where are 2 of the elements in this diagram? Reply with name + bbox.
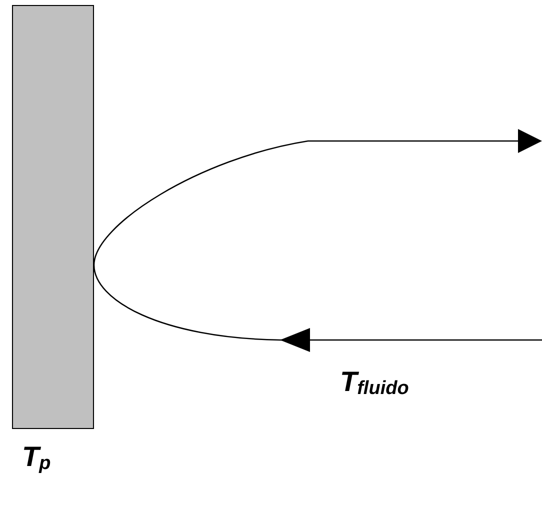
wall-temperature-label: T$_{p}$ [22, 443, 51, 471]
fluid-temperature-label: T$_{fluido}$ [340, 368, 409, 396]
